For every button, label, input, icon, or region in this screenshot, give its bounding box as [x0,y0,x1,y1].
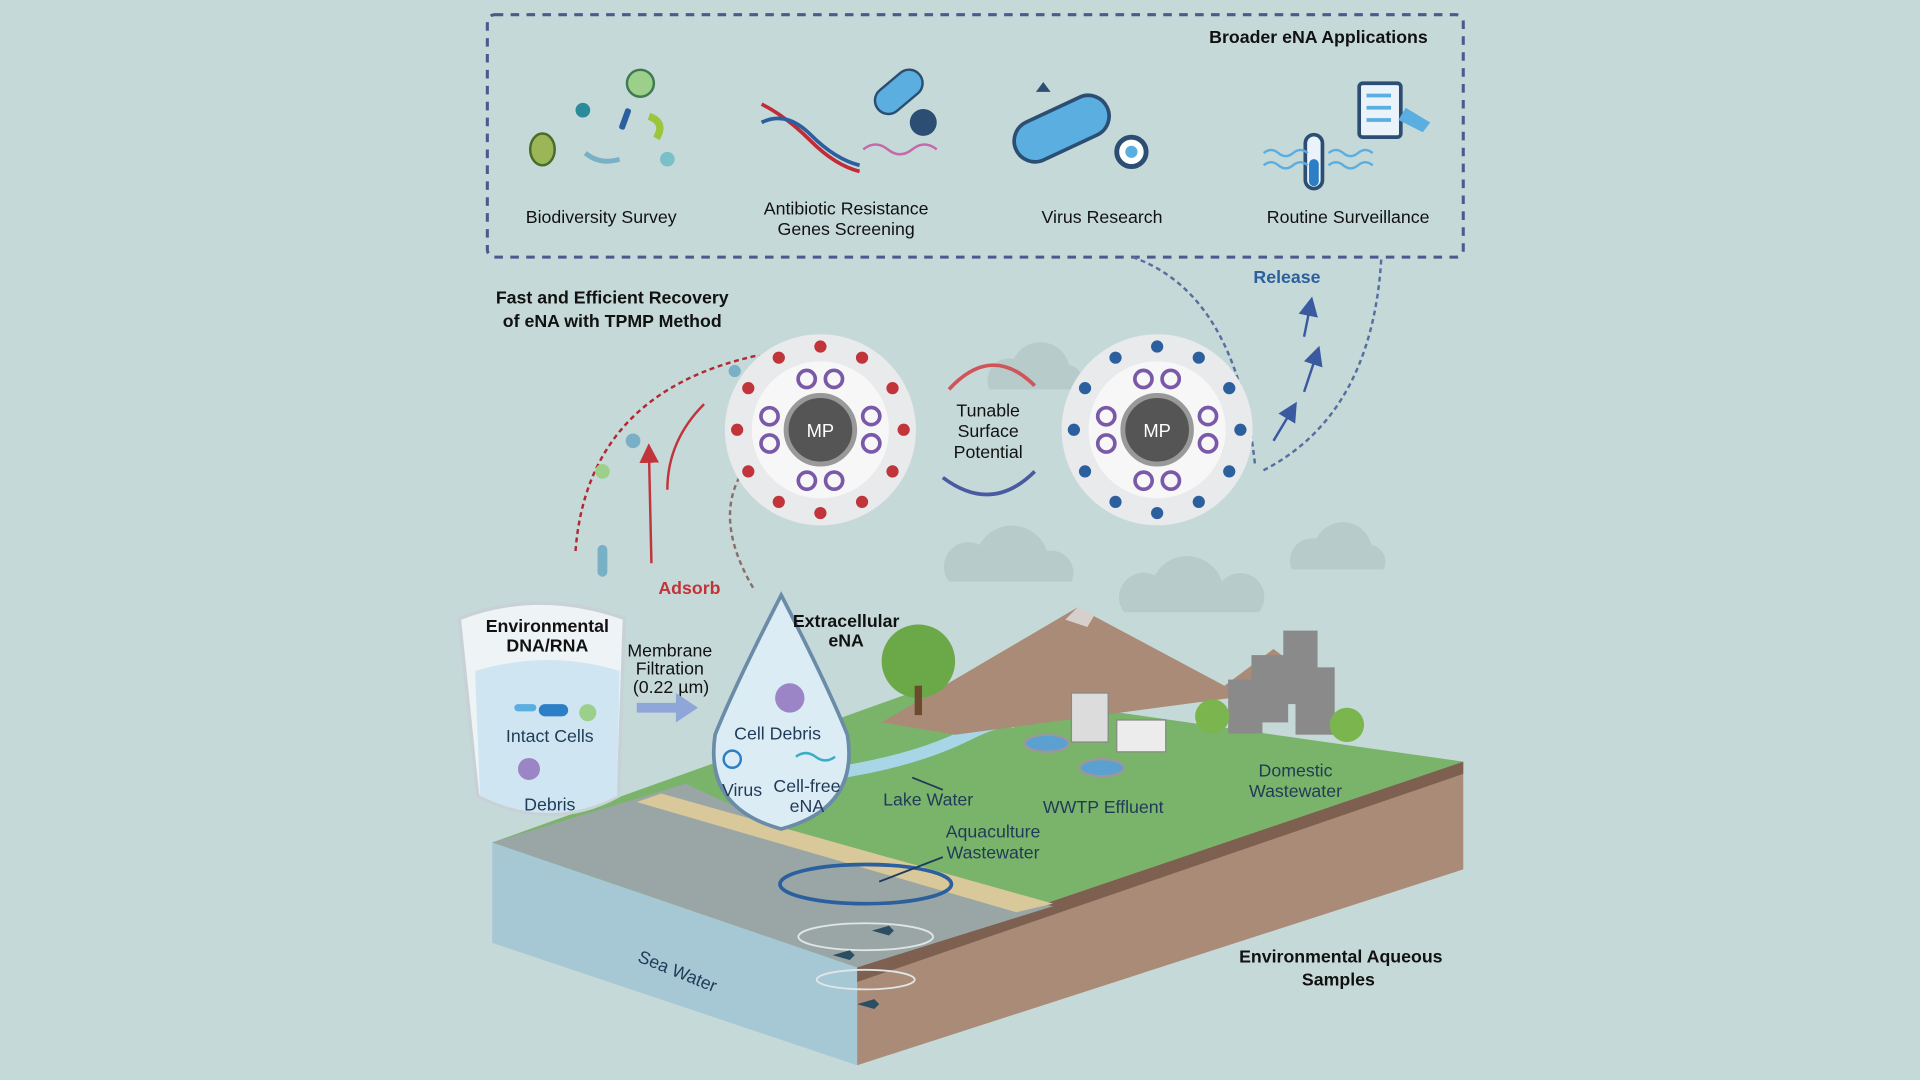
positive-charge-icon [886,382,899,395]
negative-charge-icon [1151,340,1164,353]
application-label: Virus Research [1042,207,1163,227]
negative-charge-icon [1223,465,1236,478]
positive-charge-icon [855,351,869,364]
filtration-label: Filtration [636,659,704,679]
negative-charge-icon [1067,423,1080,436]
negative-charge-icon [1078,382,1092,395]
release-label: Release [1253,267,1320,287]
receptor-icon [1095,405,1117,427]
small-organisms [595,364,741,577]
positive-charge-icons [731,340,910,520]
receptor-icon [823,368,845,390]
negative-charge-icon [1192,495,1205,509]
test-tube-checklist-icon [1262,81,1431,191]
landscape-title: Samples [1302,970,1375,990]
landscape-title: Environmental Aqueous [1239,946,1443,966]
receptor-icon [796,368,818,390]
application-label: Routine Surveillance [1267,207,1430,227]
negative-charge-icon [1151,506,1164,520]
negative-charge-icon [1109,495,1122,509]
positive-charge-icon [772,495,785,509]
dashed-border [485,13,1465,259]
negative-charge-icon [1234,423,1247,436]
positive-charge-icon [897,423,910,436]
arrow-right-icon [636,693,698,723]
positive-charge-icon [855,495,869,509]
microorganisms-icon [528,68,675,167]
positive-charge-icon [742,382,755,395]
receptor-icon [1160,368,1182,390]
receptor-icon [860,405,882,427]
negative-charge-icon [1109,351,1122,364]
receptor-icon [796,470,818,492]
domestic-label: Domestic [1259,760,1333,780]
receptor-icon [759,433,780,454]
drop-title: eNA [828,631,864,651]
aquaculture-label: Wastewater [947,842,1040,862]
negative-charge-icon [1192,351,1205,364]
receptor-icon [1197,405,1219,427]
drop-title: Extracellular [793,611,900,631]
application-label: Genes Screening [778,219,915,239]
negative-magnetic-particle: MP [1061,334,1253,526]
receptor-icon [759,405,780,427]
debris-label: Debris [524,795,575,815]
landscape-block [492,607,1464,1066]
receptor-icon [1160,470,1182,492]
water-drop [712,591,851,831]
positive-charge-icon [886,465,899,478]
pointer-arrow [878,856,944,883]
dna-pill-icon [760,68,938,174]
pointer-arrow [911,776,944,791]
positive-charge-icon [742,465,755,478]
beaker-label: Environmental [486,616,609,636]
positive-charge-icon [731,423,744,436]
receptor-icon [1197,432,1219,454]
lake-water-label: Lake Water [883,790,973,810]
tunable-label: Surface [958,421,1019,441]
negative-charge-icon [1223,382,1236,395]
wwtp-label: WWTP Effluent [1043,797,1164,817]
receptor-icon [1133,470,1155,492]
intact-cells-label: Intact Cells [506,726,594,746]
applications-panel: Broader eNA Applications Biodiversity Su… [485,13,1465,259]
receptor-icon [1133,368,1154,390]
positive-charge-icon [814,506,827,520]
positive-magnetic-particle: MP [724,334,916,526]
tunable-arrows [941,363,1036,497]
beaker-label: DNA/RNA [506,635,588,655]
positive-charge-icon [772,351,785,364]
negative-charge-icons [1067,340,1247,520]
adsorb-paths [574,353,760,589]
adsorb-label: Adsorb [658,578,720,598]
beaker [457,601,627,817]
mp-label: MP [807,420,835,441]
method-title: of eNA with TPMP Method [503,311,722,331]
method-title: Fast and Efficient Recovery [496,288,729,308]
cloud-icons [943,342,1386,613]
applications-title: Broader eNA Applications [1209,27,1428,47]
application-label: Antibiotic Resistance [764,198,929,218]
tunable-label: Potential [954,442,1023,462]
receptor-icon [860,432,882,454]
application-label: Biodiversity Survey [526,207,677,227]
cell-free-label: Cell-free [773,776,840,796]
tunable-label: Tunable [956,400,1020,420]
virus-label: Virus [722,780,762,800]
receptor-icon [823,470,845,492]
bacteria-virus-icon [1012,82,1149,169]
positive-charge-icon [814,340,827,353]
domestic-label: Wastewater [1249,781,1342,801]
receptor-icon [1095,433,1117,454]
filtration-label: Membrane [627,640,712,660]
filtration-label: (0.22 µm) [633,677,709,697]
mp-label: MP [1143,420,1171,441]
cell-debris-label: Cell Debris [734,724,821,744]
cell-free-label: eNA [790,796,825,816]
aquaculture-label: Aquaculture [946,822,1041,842]
release-paths [1132,255,1383,473]
negative-charge-icon [1078,465,1092,478]
